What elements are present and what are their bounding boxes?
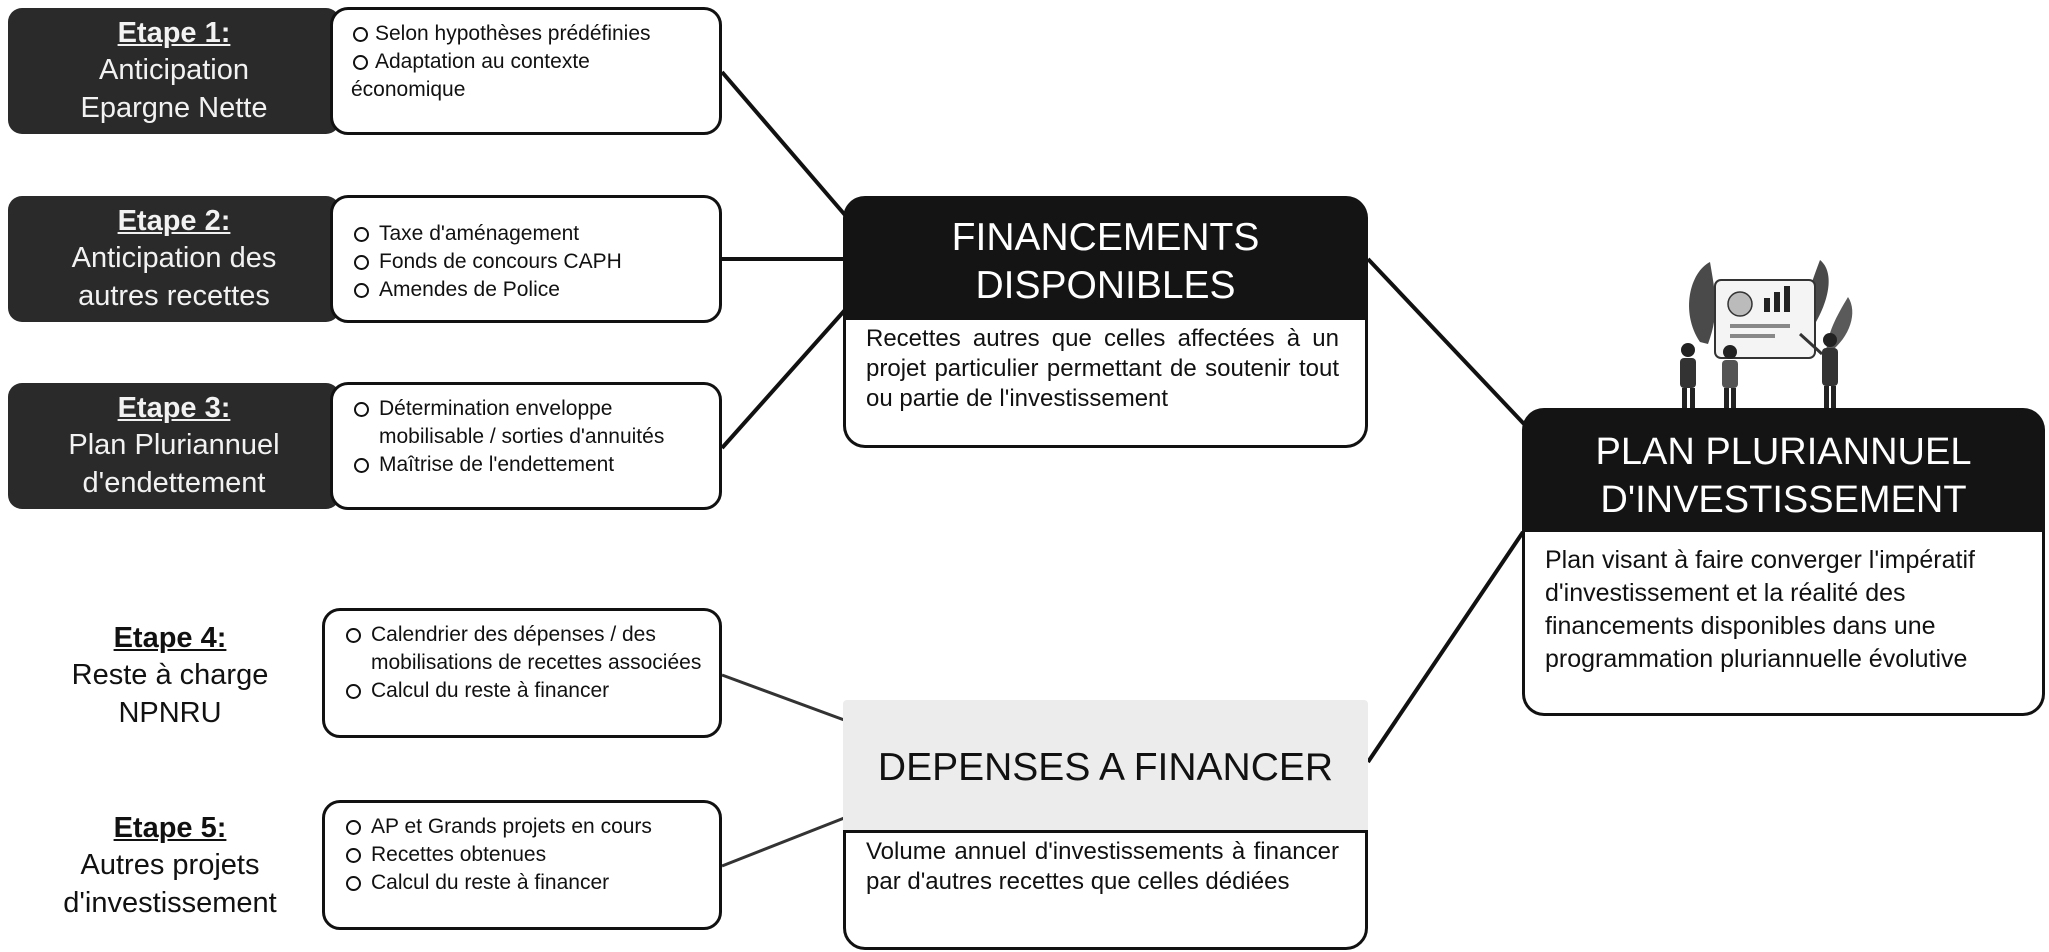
step1-bullet-2: Adaptation au contexte économique [351, 48, 707, 104]
step3-bullets: Détermination enveloppe mobilisable / so… [330, 382, 722, 510]
step5-card: Etape 5: Autres projets d'investissement [20, 802, 320, 930]
financements-title-line2: DISPONIBLES [975, 264, 1236, 307]
step2-line2: autres recettes [78, 280, 270, 312]
step2-bullet-3: Amendes de Police [351, 276, 707, 304]
step3-line2: d'endettement [82, 467, 266, 499]
ppi-title-line1: PLAN PLURIANNUEL [1595, 431, 1972, 473]
step4-line2: NPNRU [118, 697, 222, 729]
financements-description: Recettes autres que celles affectées à u… [843, 320, 1368, 448]
step1-line2: Epargne Nette [80, 92, 268, 124]
depenses-header: DEPENSES A FINANCER [843, 700, 1368, 835]
step1-title: Etape 1: [117, 17, 231, 49]
step4-line1: Reste à charge [71, 659, 269, 691]
connector-depenses-ppi [1366, 530, 1525, 764]
financements-hub: FINANCEMENTS DISPONIBLES Recettes autres… [843, 196, 1368, 448]
step5-bullet-3: Calcul du reste à financer [343, 869, 707, 897]
step1-bullets: Selon hypothèses prédéfinies Adaptation … [330, 7, 722, 135]
step2-card: Etape 2: Anticipation des autres recette… [8, 196, 340, 322]
step2-bullet-2: Fonds de concours CAPH [351, 248, 707, 276]
step5-line1: Autres projets [80, 849, 260, 881]
step5-bullet-1: AP et Grands projets en cours [343, 813, 707, 841]
ppi-hub: PLAN PLURIANNUEL D'INVESTISSEMENT Plan v… [1522, 408, 2045, 716]
ppi-description: Plan visant à faire converger l'impérati… [1522, 532, 2045, 716]
step4-title: Etape 4: [113, 622, 227, 654]
step5-bullets: AP et Grands projets en cours Recettes o… [322, 800, 722, 930]
connector-financements-ppi [1366, 257, 1527, 427]
step2-bullet-1: Taxe d'aménagement [351, 220, 707, 248]
step1-card: Etape 1: Anticipation Epargne Nette [8, 8, 340, 134]
step5-line2: d'investissement [63, 887, 277, 919]
step2-line1: Anticipation des [71, 242, 277, 274]
step1-line1: Anticipation [99, 54, 249, 86]
ppi-header: PLAN PLURIANNUEL D'INVESTISSEMENT [1522, 408, 2045, 532]
depenses-description: Volume annuel d'investissements à financ… [843, 830, 1368, 950]
ppi-title-line2: D'INVESTISSEMENT [1600, 479, 1967, 521]
step4-card: Etape 4: Reste à charge NPNRU [20, 612, 320, 740]
step3-card: Etape 3: Plan Pluriannuel d'endettement [8, 383, 340, 509]
step4-bullet-1: Calendrier des dépenses / des mobilisati… [343, 621, 707, 677]
financements-title-line1: FINANCEMENTS [951, 216, 1260, 259]
step3-line1: Plan Pluriannuel [68, 429, 280, 461]
connector-step1-financements [720, 70, 847, 217]
step1-bullet-1: Selon hypothèses prédéfinies [351, 20, 707, 48]
step5-title: Etape 5: [113, 812, 227, 844]
step4-bullet-2: Calcul du reste à financer [343, 677, 707, 705]
step2-title: Etape 2: [117, 205, 231, 237]
business-meeting-illustration [1660, 252, 1860, 412]
step4-bullets: Calendrier des dépenses / des mobilisati… [322, 608, 722, 738]
step5-bullet-2: Recettes obtenues [343, 841, 707, 869]
step3-title: Etape 3: [117, 392, 231, 424]
step3-bullet-1: Détermination enveloppe mobilisable / so… [351, 395, 707, 451]
step2-bullets: Taxe d'aménagement Fonds de concours CAP… [330, 195, 722, 323]
connector-step3-financements [720, 308, 847, 450]
financements-header: FINANCEMENTS DISPONIBLES [843, 196, 1368, 320]
step3-bullet-2: Maîtrise de l'endettement [351, 451, 707, 479]
